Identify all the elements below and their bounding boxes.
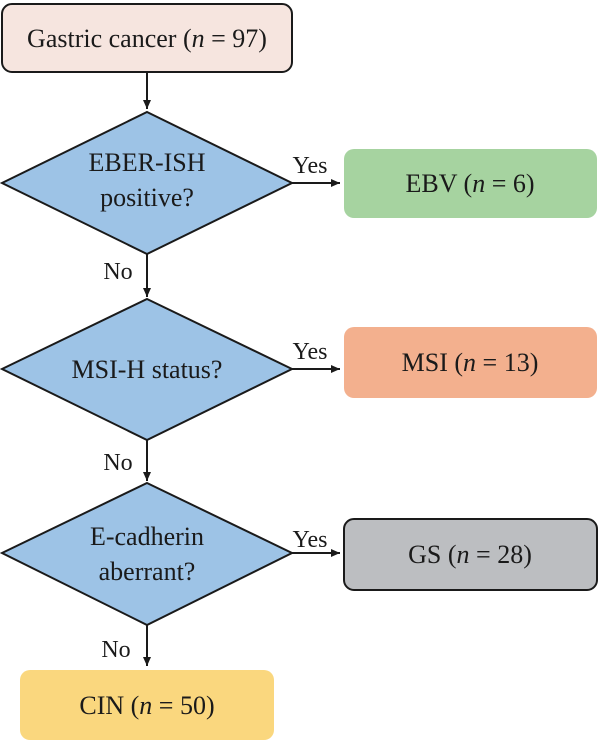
decision-1-line-1: EBER-ISH <box>89 148 206 177</box>
decision-2-line-1: MSI-H status? <box>72 355 223 384</box>
final-box-cin <box>20 670 274 740</box>
decision-3-yes-label: Yes <box>293 527 328 553</box>
decision-diamond-3 <box>0 481 295 627</box>
decision-1-line-2: positive? <box>100 183 194 212</box>
decision-3-no-label: No <box>101 637 130 663</box>
decision-1-yes-label: Yes <box>293 153 328 179</box>
outcome-box-ebv <box>344 149 597 218</box>
start-label: Gastric cancer (n = 97) <box>27 24 267 53</box>
outcome-box-gs <box>343 518 598 591</box>
outcome-box-msi <box>344 327 597 398</box>
decision-3-line-1: E-cadherin <box>90 522 204 551</box>
final-cin-label: CIN (n = 50) <box>79 691 214 720</box>
decision-1-no-label: No <box>103 259 132 285</box>
decision-2-yes-label: Yes <box>293 339 328 365</box>
decision-3-line-2: aberrant? <box>99 557 196 586</box>
outcome-ebv-label: EBV (n = 6) <box>405 169 534 198</box>
outcome-msi-label: MSI (n = 13) <box>402 348 539 377</box>
decision-2-no-label: No <box>103 450 132 476</box>
outcome-gs-label: GS (n = 28) <box>408 540 532 569</box>
